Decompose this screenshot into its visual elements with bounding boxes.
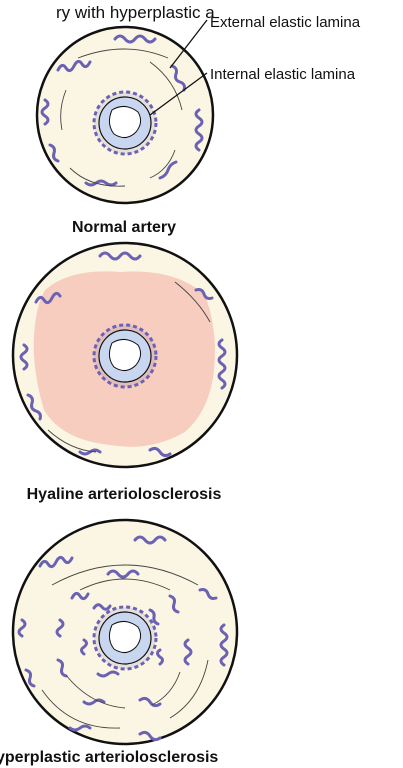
internal-lamina-label: Internal elastic lamina [210, 66, 356, 83]
hyaline-artery [13, 243, 237, 467]
caption-hyperplastic: yperplastic arteriolosclerosis [0, 749, 218, 766]
external-lamina-label: External elastic lamina [210, 14, 361, 31]
hyperplastic-artery [13, 520, 237, 744]
caption-hyaline: Hyaline arteriolosclerosis [27, 486, 222, 503]
normal-artery [37, 27, 213, 203]
caption-normal-artery: Normal artery [72, 219, 176, 236]
header-fragment: ry with hyperplastic a [56, 3, 215, 22]
